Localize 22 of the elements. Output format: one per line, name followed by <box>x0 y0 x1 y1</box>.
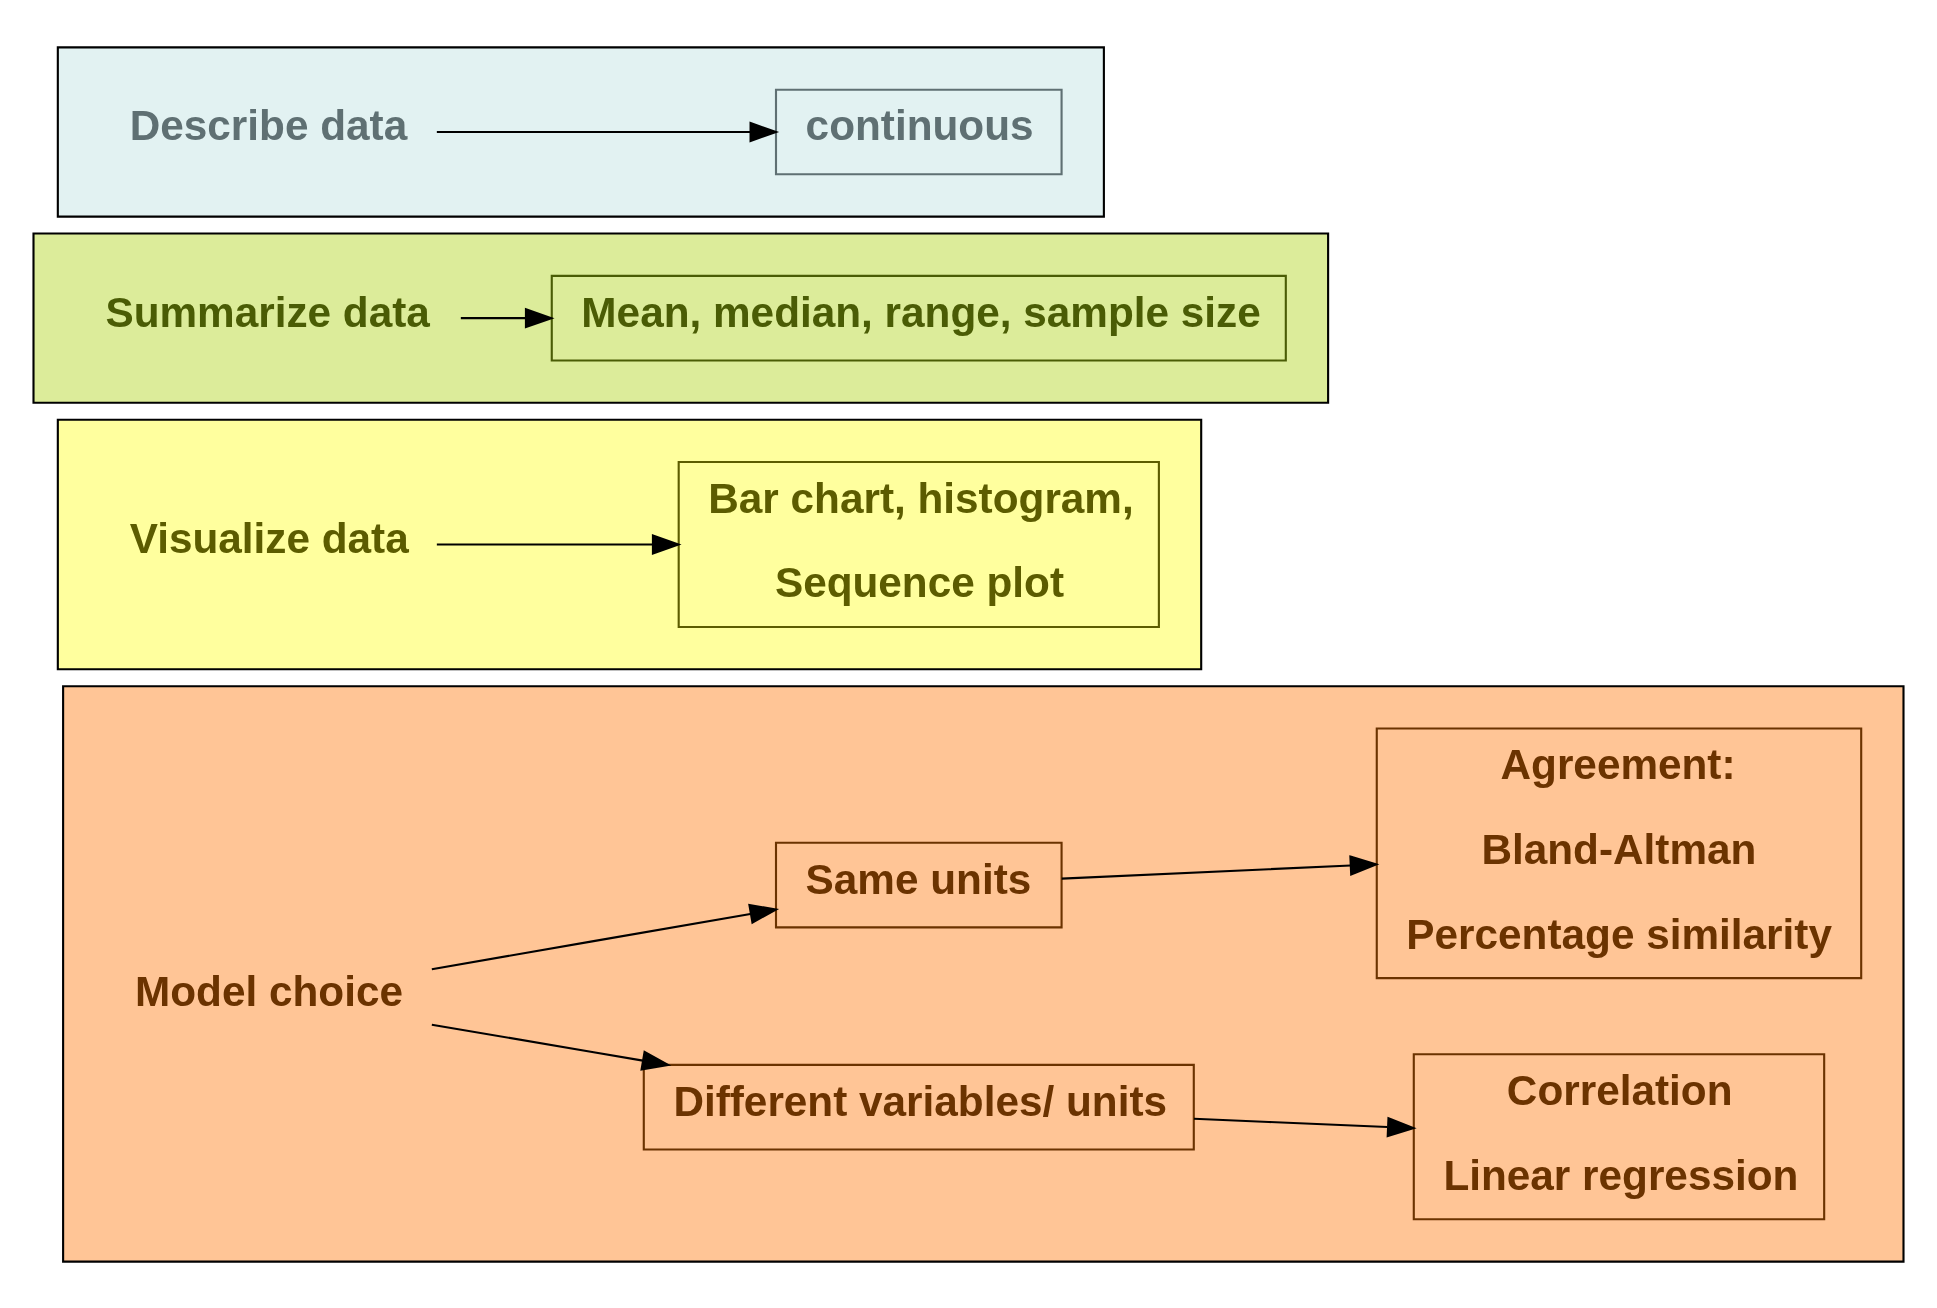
node-box: Agreement: Bland-Altman Percentage similarity <box>1375 727 1863 979</box>
node-box: Correlation Linear regression <box>1412 1052 1826 1220</box>
node-box: Bar chart, histogram, Sequence plot <box>677 460 1160 628</box>
arrow <box>1193 1116 1417 1137</box>
node-text: Describe data <box>129 101 408 149</box>
arrow <box>436 533 682 555</box>
node-text: Visualize data <box>129 514 409 562</box>
cluster <box>56 418 1203 670</box>
arrow <box>431 1023 672 1071</box>
node-text: Model choice <box>135 967 403 1015</box>
node-text: Summarize data <box>105 288 430 336</box>
arrow <box>460 307 555 329</box>
cluster <box>32 232 1330 404</box>
node-box: continuous <box>774 88 1063 175</box>
node-box: Different variables/ units <box>642 1063 1195 1151</box>
cluster <box>62 684 1905 1263</box>
arrow <box>431 903 780 970</box>
node-box: Mean, median, range, sample size <box>550 274 1287 361</box>
cluster <box>56 45 1105 218</box>
arrow <box>436 121 780 142</box>
arrow <box>1061 854 1380 880</box>
node-box: Same units <box>774 841 1063 928</box>
